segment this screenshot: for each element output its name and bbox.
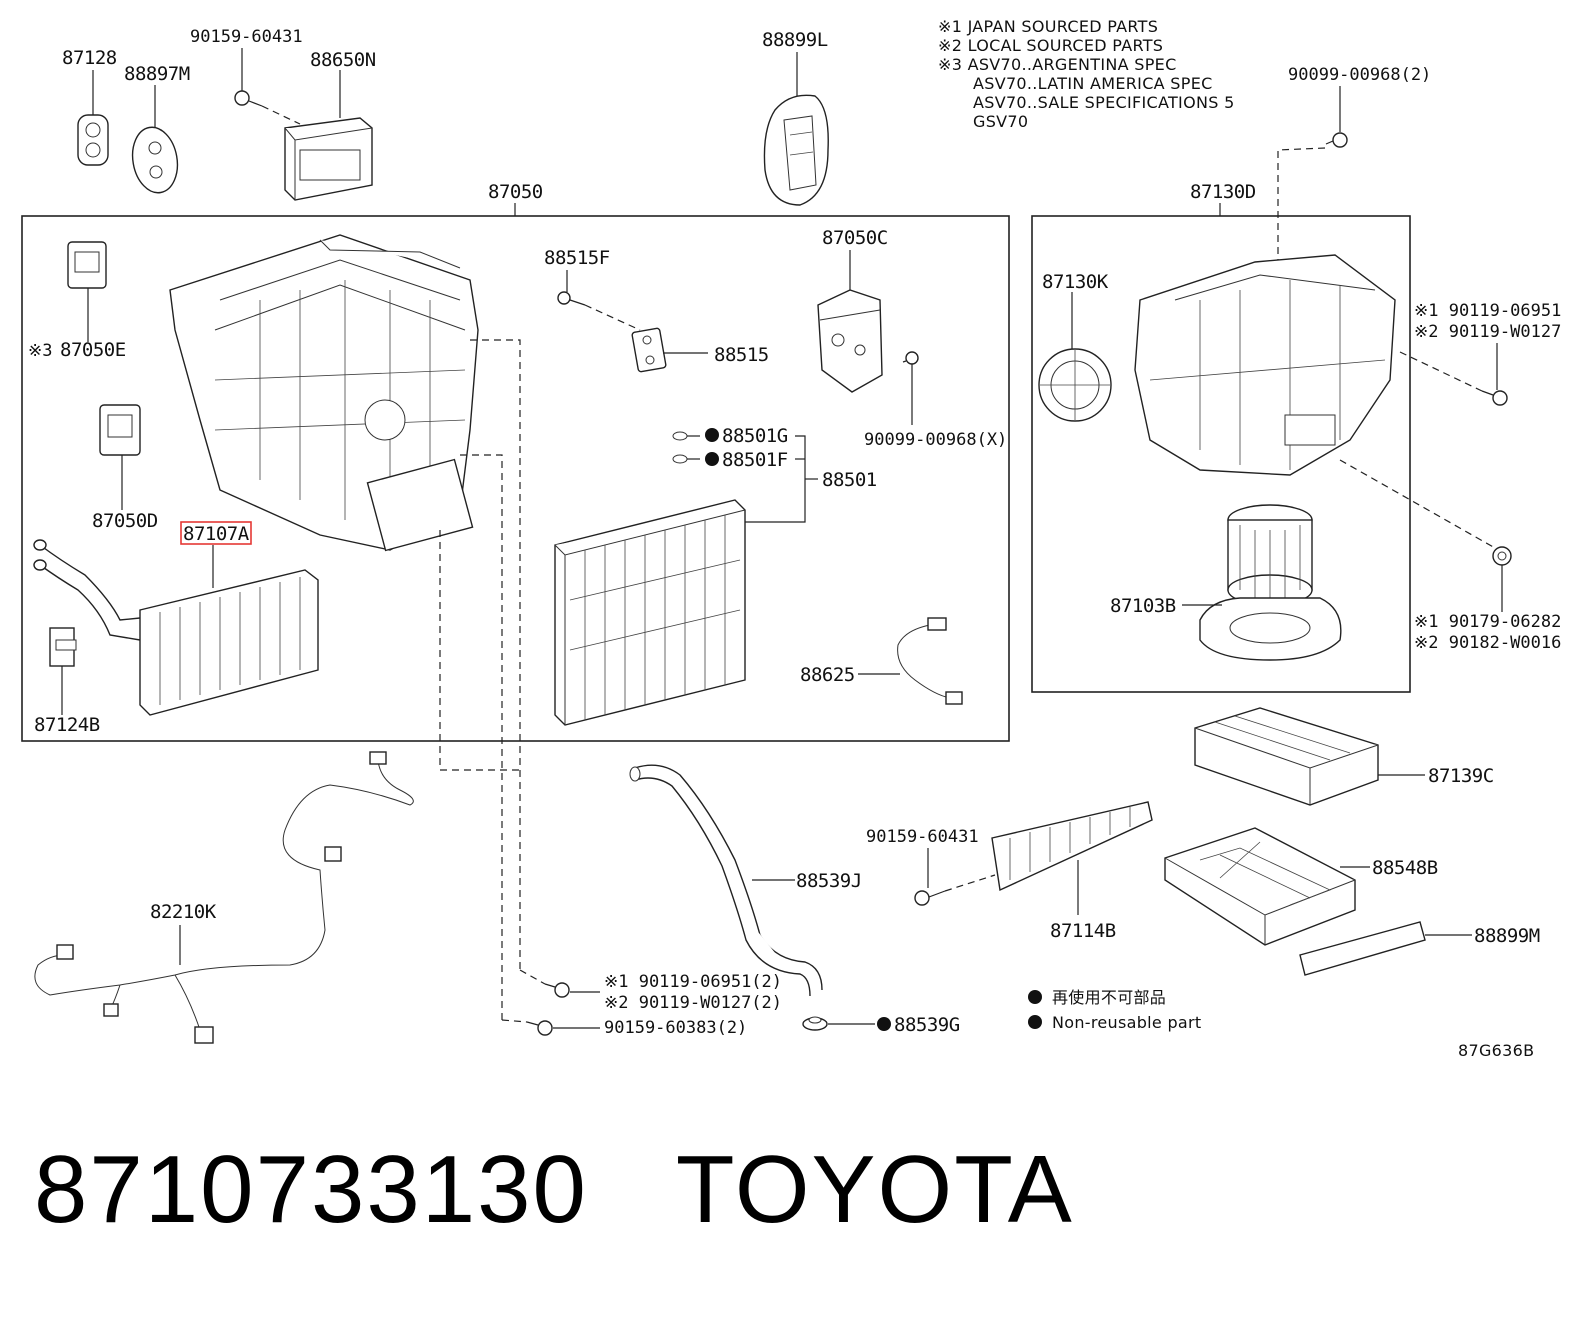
bolt-88515F[interactable] — [557, 291, 586, 306]
label-90119-W0127-2[interactable]: ※2 90119-W0127(2) — [604, 993, 782, 1013]
bolt-90159-60431-mid[interactable] — [914, 890, 946, 906]
part-87130K-door[interactable] — [1038, 348, 1112, 422]
label-90159-60431-mid[interactable]: 90159-60431 — [866, 827, 979, 847]
label-88548B[interactable]: 88548B — [1372, 857, 1438, 879]
part-87139C-cabin-filter[interactable] — [1194, 707, 1379, 806]
diagram-code: 87G636B — [1458, 1041, 1534, 1060]
label-87103B[interactable]: 87103B — [1110, 595, 1176, 617]
bolt-90159-60383-2[interactable] — [526, 1020, 553, 1036]
part-87050E-servo[interactable] — [67, 241, 107, 289]
label-82210K[interactable]: 82210K — [150, 901, 217, 923]
part-87103B-blower-motor[interactable] — [1199, 504, 1342, 661]
label-88539G[interactable]: 88539G — [894, 1014, 960, 1036]
part-82210K-wire-harness[interactable] — [34, 751, 414, 1044]
nut-90179-06282[interactable] — [1492, 546, 1512, 566]
label-87130K[interactable]: 87130K — [1042, 271, 1109, 293]
part-88625-sensor[interactable] — [897, 617, 963, 705]
note-line-2: ※2 LOCAL SOURCED PARTS — [938, 36, 1163, 55]
footer-part-number: 8710733130 — [34, 1136, 588, 1243]
part-88539G-grommet[interactable] — [802, 1016, 828, 1031]
label-87128[interactable]: 87128 — [62, 47, 117, 69]
label-87050[interactable]: 87050 — [488, 181, 543, 203]
bolt-90099-00968-top[interactable] — [1325, 132, 1348, 148]
note-line-1: ※1 JAPAN SOURCED PARTS — [938, 17, 1158, 36]
label-88897M[interactable]: 88897M — [124, 63, 190, 85]
part-87128-grommet[interactable] — [77, 114, 109, 166]
label-88650N[interactable]: 88650N — [310, 49, 376, 71]
legend-text-jp: 再使用不可部品 — [1052, 988, 1166, 1007]
label-90099-00968-2[interactable]: 90099-00968(2) — [1288, 65, 1431, 85]
footer-caption: 8710733130 TOYOTA — [34, 1135, 1162, 1245]
part-87050-hvac-housing[interactable] — [169, 234, 479, 552]
label-88899L[interactable]: 88899L — [762, 29, 828, 51]
screw-90119-06951-r[interactable] — [1481, 390, 1508, 406]
part-87130D-blower-housing[interactable] — [1134, 254, 1396, 476]
footer-brand: TOYOTA — [675, 1136, 1074, 1243]
o-ring-88501F[interactable] — [672, 452, 719, 466]
label-88625[interactable]: 88625 — [800, 664, 855, 686]
o-ring-88501G[interactable] — [672, 428, 719, 442]
label-87130D[interactable]: 87130D — [1190, 181, 1256, 203]
label-90159-60431-top[interactable]: 90159-60431 — [190, 27, 303, 47]
legend: 再使用不可部品 Non-reusable part — [1028, 988, 1201, 1032]
label-87050D[interactable]: 87050D — [92, 510, 158, 532]
label-90119-W0127-r[interactable]: ※2 90119-W0127 — [1414, 322, 1561, 342]
legend-dot-en — [1028, 1015, 1042, 1029]
part-87114B-cover[interactable] — [991, 801, 1153, 892]
note-line-3: ※3 ASV70..ARGENTINA SPEC — [938, 55, 1177, 74]
part-88899L-cover[interactable] — [763, 94, 829, 206]
part-87124B-clip[interactable] — [49, 627, 77, 667]
part-87050C-actuator[interactable] — [817, 289, 883, 393]
label-90119-06951-r[interactable]: ※1 90119-06951 — [1414, 301, 1561, 321]
legend-text-en: Non-reusable part — [1052, 1013, 1201, 1032]
label-88515[interactable]: 88515 — [714, 344, 769, 366]
label-90099-00968-x[interactable]: 90099-00968(X) — [864, 430, 1007, 450]
label-87139C[interactable]: 87139C — [1428, 765, 1494, 787]
label-88899M[interactable]: 88899M — [1474, 925, 1540, 947]
label-90159-60383-2[interactable]: 90159-60383(2) — [604, 1018, 747, 1038]
part-88899M-seal[interactable] — [1299, 921, 1426, 976]
label-87107A[interactable]: 87107A — [183, 523, 250, 545]
note-line-5: ASV70..SALE SPECIFICATIONS 5 — [973, 93, 1235, 112]
legend-dot-jp — [1028, 990, 1042, 1004]
label-87050E[interactable]: 87050E — [60, 339, 126, 361]
label-87124B[interactable]: 87124B — [34, 714, 100, 736]
part-88501-evaporator[interactable] — [554, 499, 746, 726]
label-88501G[interactable]: 88501G — [722, 425, 788, 447]
unit-87130D-box — [1031, 215, 1411, 693]
screw-90119-06951-2[interactable] — [544, 982, 570, 998]
part-88650N-ecu[interactable] — [284, 117, 373, 201]
label-88501[interactable]: 88501 — [822, 469, 877, 491]
label-87050C[interactable]: 87050C — [822, 227, 888, 249]
bolt-90159-60431-top[interactable] — [234, 90, 263, 107]
label-88501F[interactable]: 88501F — [722, 449, 788, 471]
label-90119-06951-2[interactable]: ※1 90119-06951(2) — [604, 972, 782, 992]
part-87050D-servo[interactable] — [99, 404, 141, 456]
label-90182-W0016[interactable]: ※2 90182-W0016 — [1414, 633, 1561, 653]
part-88515-expansion-valve[interactable] — [631, 327, 667, 373]
label-87114B[interactable]: 87114B — [1050, 920, 1116, 942]
part-88539J-drain-hose[interactable] — [629, 764, 823, 997]
label-90179-06282[interactable]: ※1 90179-06282 — [1414, 612, 1561, 632]
sourcing-notes: ※1 JAPAN SOURCED PARTS ※2 LOCAL SOURCED … — [938, 17, 1235, 131]
highlight-87107A — [180, 521, 252, 545]
label-87050E-prefix: ※3 — [28, 341, 52, 361]
label-88515F[interactable]: 88515F — [544, 247, 610, 269]
part-87107A-heater-core[interactable] — [33, 539, 319, 716]
note-line-6: GSV70 — [973, 112, 1028, 131]
part-88897M-grommet[interactable] — [128, 124, 183, 197]
part-88548B-filter-tray[interactable] — [1164, 827, 1356, 946]
note-line-4: ASV70..LATIN AMERICA SPEC — [973, 74, 1213, 93]
label-88539J[interactable]: 88539J — [796, 870, 862, 892]
screw-90099-00968-x[interactable] — [902, 351, 919, 365]
